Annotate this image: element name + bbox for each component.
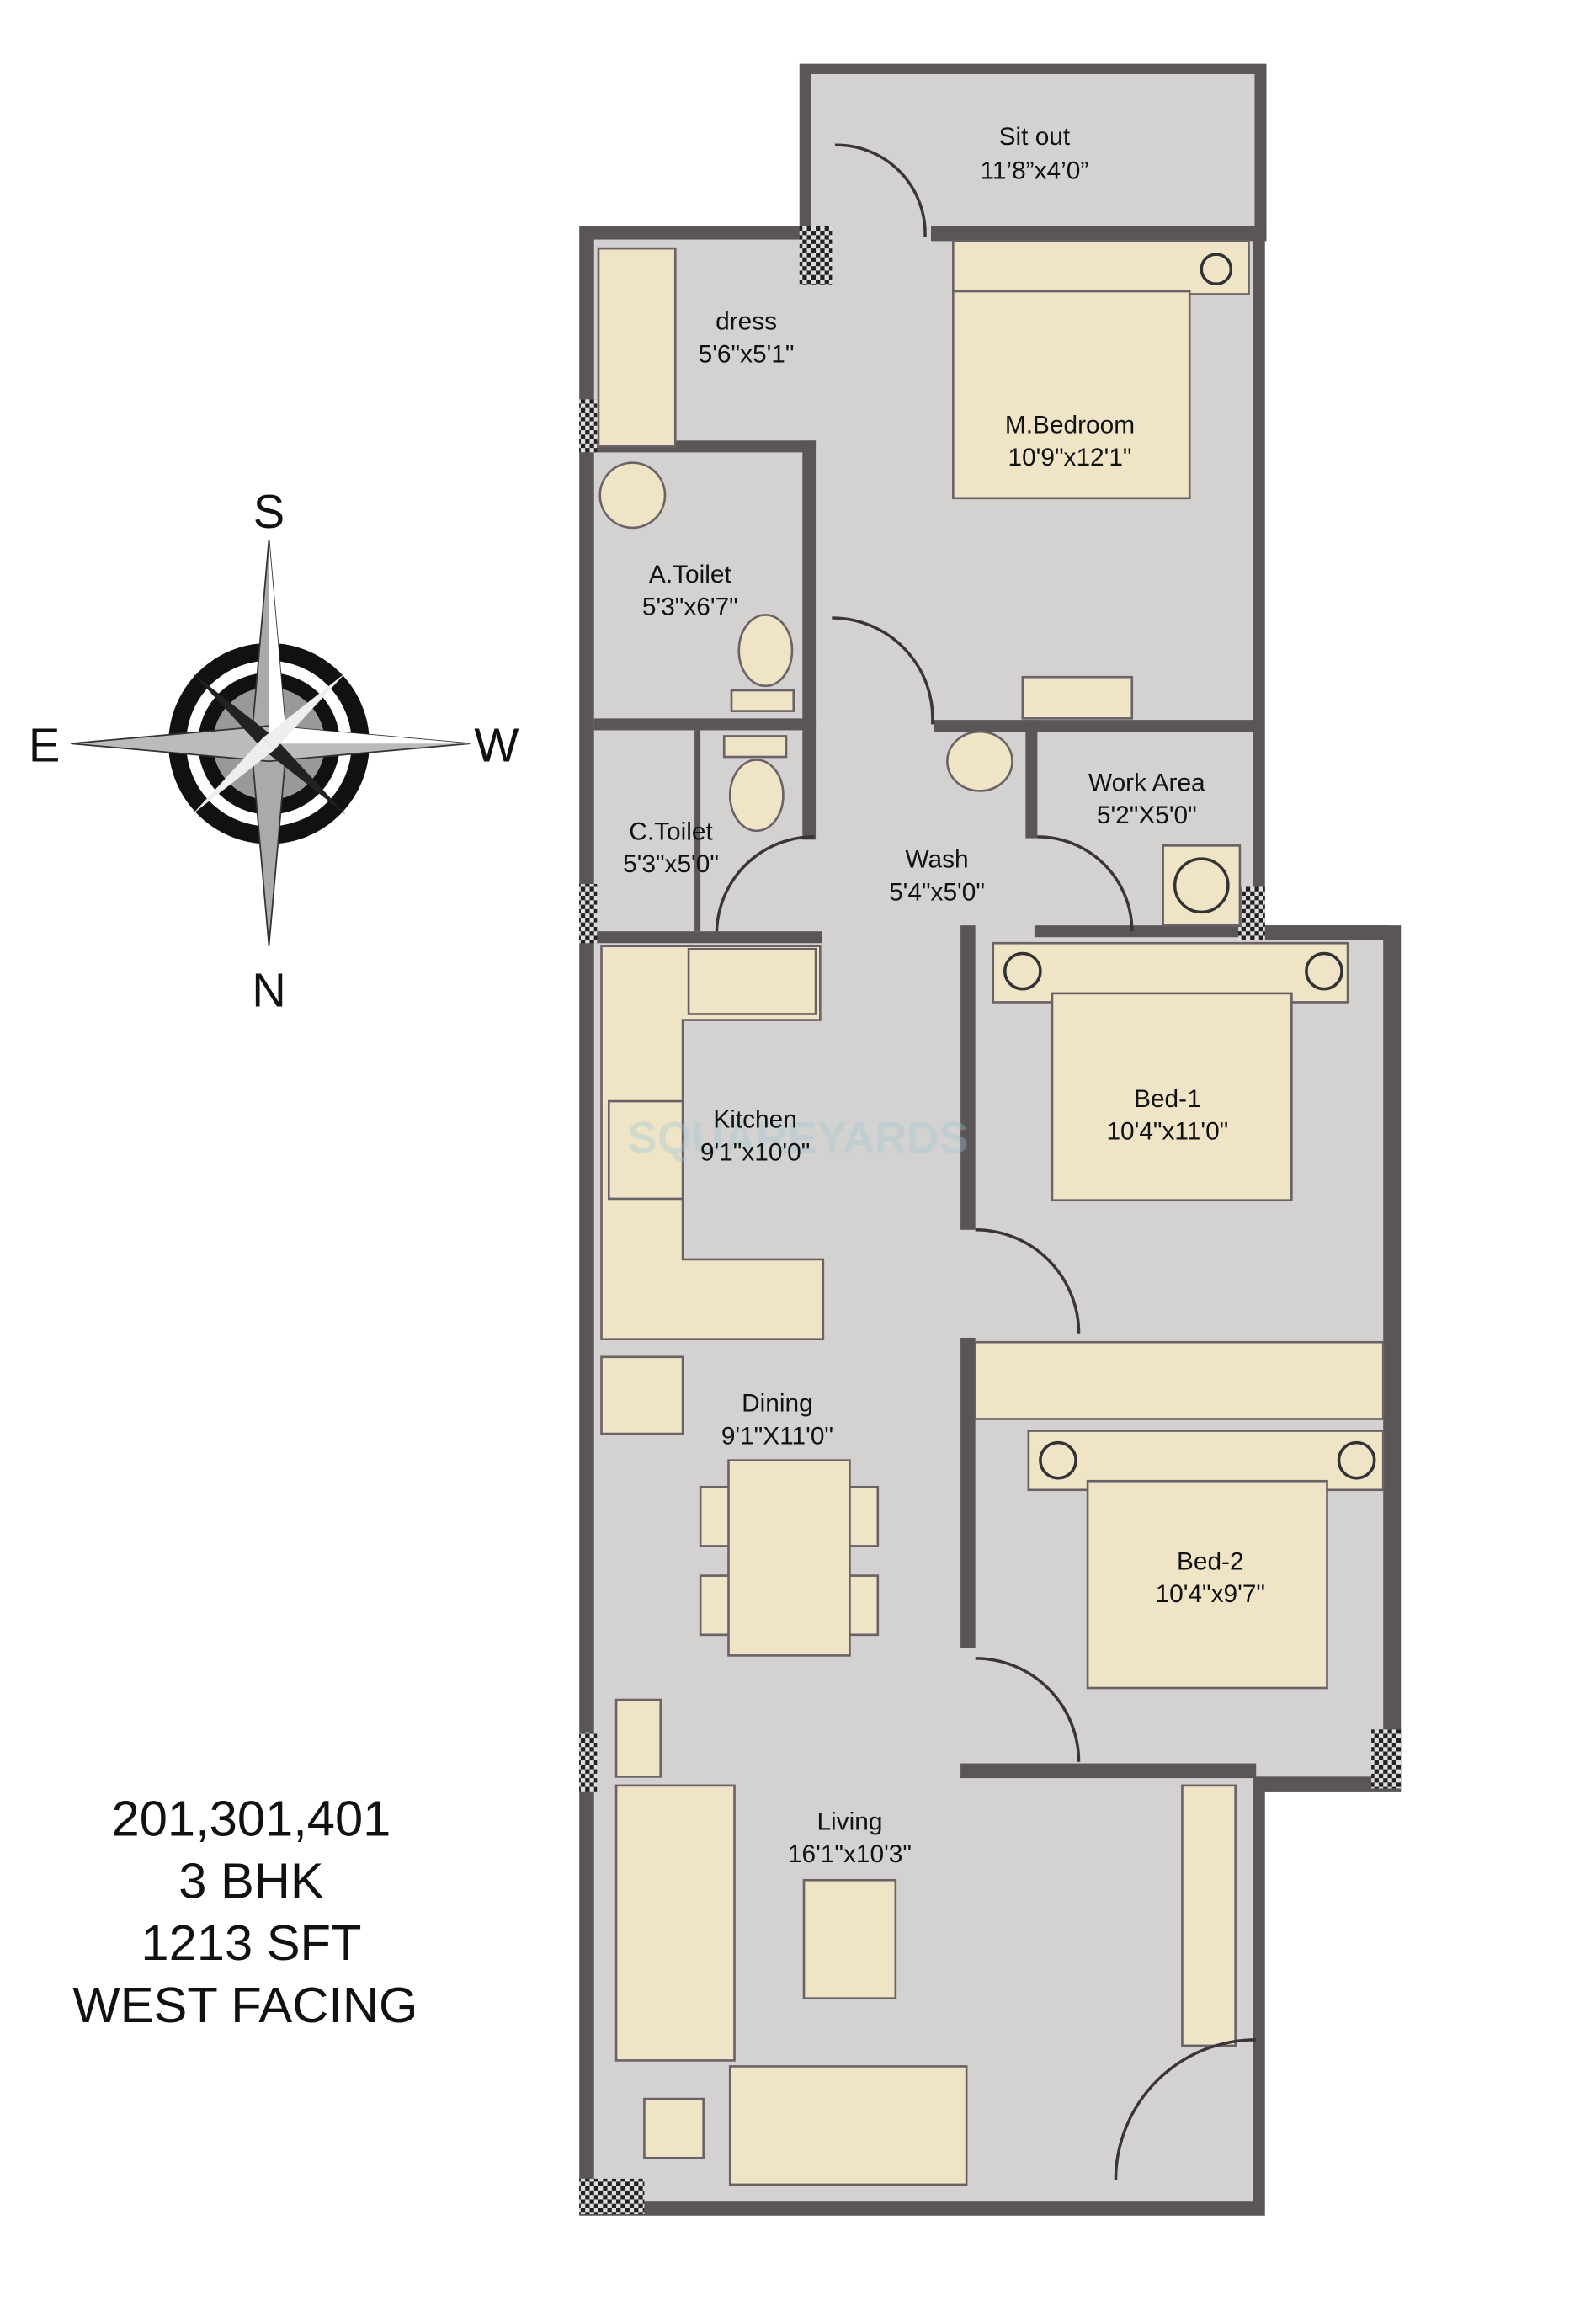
room-c-toilet-size: 5'3"x5'0": [623, 850, 719, 878]
compass-west-label: W: [474, 718, 519, 771]
room-sit-out-size: 11’8”x4’0”: [981, 157, 1089, 185]
compass-south-label: S: [253, 485, 285, 538]
room-bed-2-size: 10'4"x9'7": [1156, 1580, 1265, 1608]
watermark: SQUAREYARDS: [628, 1114, 969, 1163]
compass-east-label: E: [29, 718, 60, 771]
room-kitchen-size: 9'1"x10'0": [700, 1138, 810, 1166]
room-master-bedroom-size: 10'9"x12'1": [1008, 444, 1132, 471]
room-a-toilet-size: 5'3"x6'7": [642, 593, 738, 620]
unit-type: 3 BHK: [178, 1852, 324, 1909]
room-wash-name: Wash: [905, 846, 968, 874]
compass-rose-icon: [71, 539, 471, 946]
unit-numbers: 201,301,401: [112, 1791, 391, 1847]
room-a-toilet-name: A.Toilet: [649, 561, 732, 588]
furniture: [597, 240, 1385, 2186]
room-wash-size: 5'4"x5'0": [889, 878, 985, 906]
room-kitchen-name: Kitchen: [713, 1106, 797, 1134]
room-c-toilet-name: C.Toilet: [629, 817, 713, 845]
room-living-size: 16'1"x10'3": [788, 1840, 912, 1868]
room-bed-1-name: Bed-1: [1134, 1085, 1201, 1113]
room-living-name: Living: [817, 1808, 882, 1836]
room-sit-out-name: Sit out: [999, 123, 1071, 151]
room-bed-2-name: Bed-2: [1177, 1548, 1244, 1576]
unit-area: 1213 SFT: [141, 1914, 361, 1971]
doors: [715, 143, 1257, 2180]
room-bed-1-size: 10'4"x11'0": [1106, 1118, 1228, 1146]
unit-facing: WEST FACING: [72, 1977, 418, 2033]
room-dress-name: dress: [716, 308, 777, 336]
room-dress-size: 5'6"x5'1": [699, 340, 795, 368]
room-dining-size: 9'1"X11'0": [721, 1422, 833, 1450]
room-work-area-name: Work Area: [1088, 769, 1205, 796]
room-dining-name: Dining: [742, 1390, 813, 1418]
room-work-area-size: 5'2"X5'0": [1097, 801, 1197, 829]
compass-north-label: N: [252, 964, 286, 1017]
room-master-bedroom-name: M.Bedroom: [1005, 412, 1135, 439]
